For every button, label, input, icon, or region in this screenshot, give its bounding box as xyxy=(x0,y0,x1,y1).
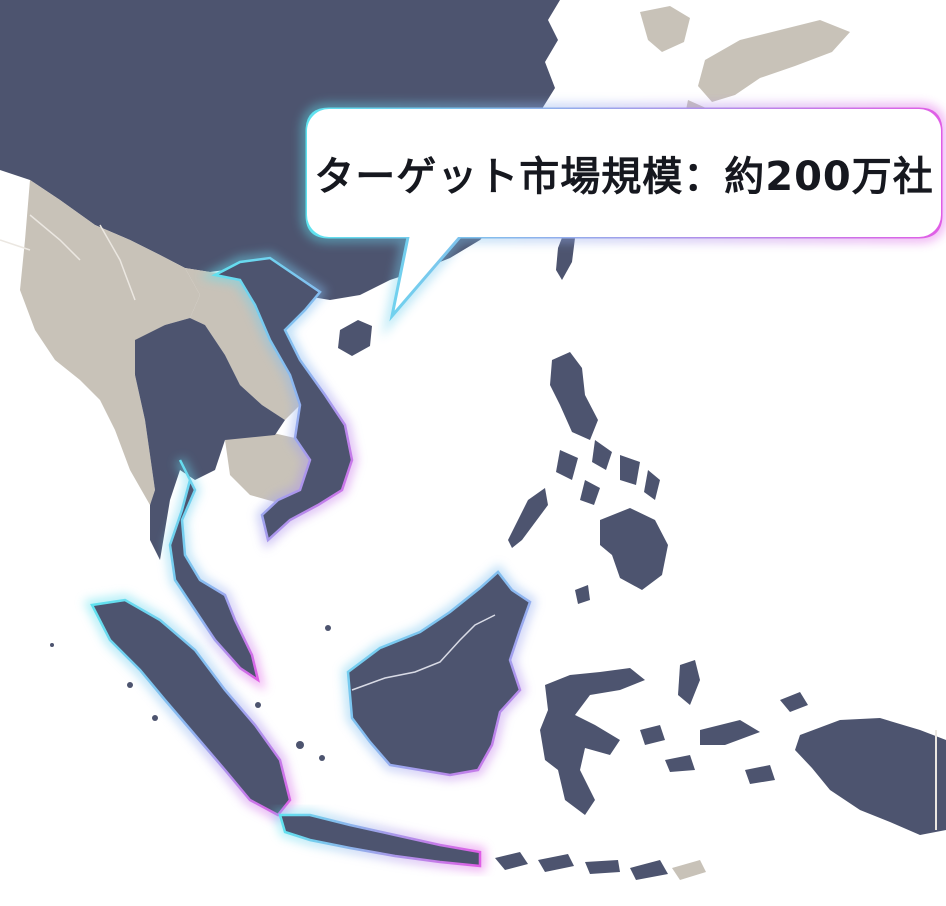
sumatra-island xyxy=(90,598,292,817)
small-islets xyxy=(50,622,443,761)
laos-landmass xyxy=(185,268,300,420)
java-island xyxy=(278,813,482,868)
korea-landmass xyxy=(640,6,690,52)
malaysia-peninsula xyxy=(168,459,260,683)
borneo-border-line xyxy=(351,614,496,691)
japan-landmass xyxy=(698,20,850,102)
philippines-islands xyxy=(508,352,668,604)
sulawesi-island xyxy=(540,668,645,815)
maluku-islands xyxy=(640,660,808,784)
vietnam-landmass xyxy=(211,256,354,543)
border-lines xyxy=(0,214,186,376)
thailand-landmass xyxy=(135,318,285,560)
market-size-text: ターゲット市場規模：約200万社 xyxy=(314,154,934,200)
myanmar-landmass xyxy=(20,180,200,505)
lesser-sunda-islands xyxy=(495,852,668,880)
new-guinea-island xyxy=(795,718,946,835)
timor-grey xyxy=(672,860,706,880)
borneo-island xyxy=(346,570,532,777)
market-size-callout: ターゲット市場規模：約200万社 xyxy=(307,109,941,237)
cambodia-landmass xyxy=(225,430,310,502)
hainan-island xyxy=(338,320,372,356)
